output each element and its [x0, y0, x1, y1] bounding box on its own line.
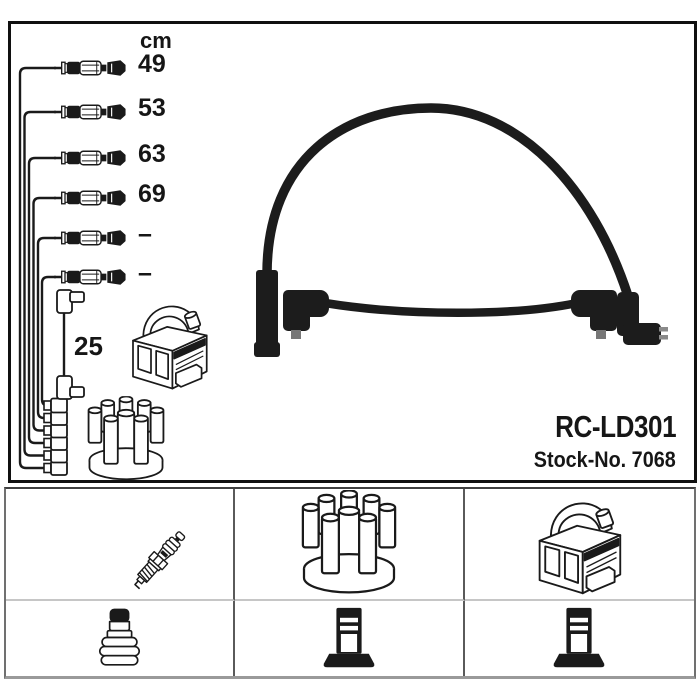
ignition-coil-icon [532, 492, 626, 597]
cable-length-value: 63 [138, 140, 166, 168]
component-cell-ignition-coil [464, 489, 694, 601]
unit-label: cm [140, 28, 172, 53]
main-panel [8, 21, 697, 483]
component-cell-distributor-cap [235, 489, 465, 601]
cable-lead-icon [54, 101, 127, 123]
part-number: RC-LD301 [554, 409, 677, 444]
ignition-coil-icon [126, 296, 212, 392]
component-cell-coil-terminal-2 [465, 601, 694, 676]
cable-lead-icon [54, 147, 127, 169]
component-cell-plug-boot [6, 601, 236, 676]
cable-length-value: – [138, 220, 152, 248]
component-cell-coil-terminal-1 [235, 601, 465, 676]
distributor-cap-icon [297, 490, 401, 598]
component-grid [4, 487, 696, 679]
cable-lead-icon [54, 187, 127, 209]
cable-length-value: 69 [138, 180, 166, 208]
coil-terminal-icon [551, 607, 607, 670]
coil-terminal-icon [321, 607, 377, 670]
cable-length-value: 53 [138, 94, 166, 122]
ignition-cable-photo [254, 103, 668, 357]
cable-lead-icon [54, 227, 127, 249]
component-cell-spark-plug [6, 489, 236, 601]
cable-length-value: 49 [138, 50, 166, 78]
stock-number: Stock-No. 7068 [534, 447, 676, 472]
coil-lead-length-value: 25 [74, 331, 103, 361]
plug-boot-icon [96, 607, 143, 671]
cable-lead-icon [54, 266, 127, 288]
cable-length-value: – [138, 259, 152, 287]
distributor-cap-icon [84, 396, 168, 484]
spark-plug-icon [45, 490, 195, 598]
cable-lead-icon [54, 57, 127, 79]
